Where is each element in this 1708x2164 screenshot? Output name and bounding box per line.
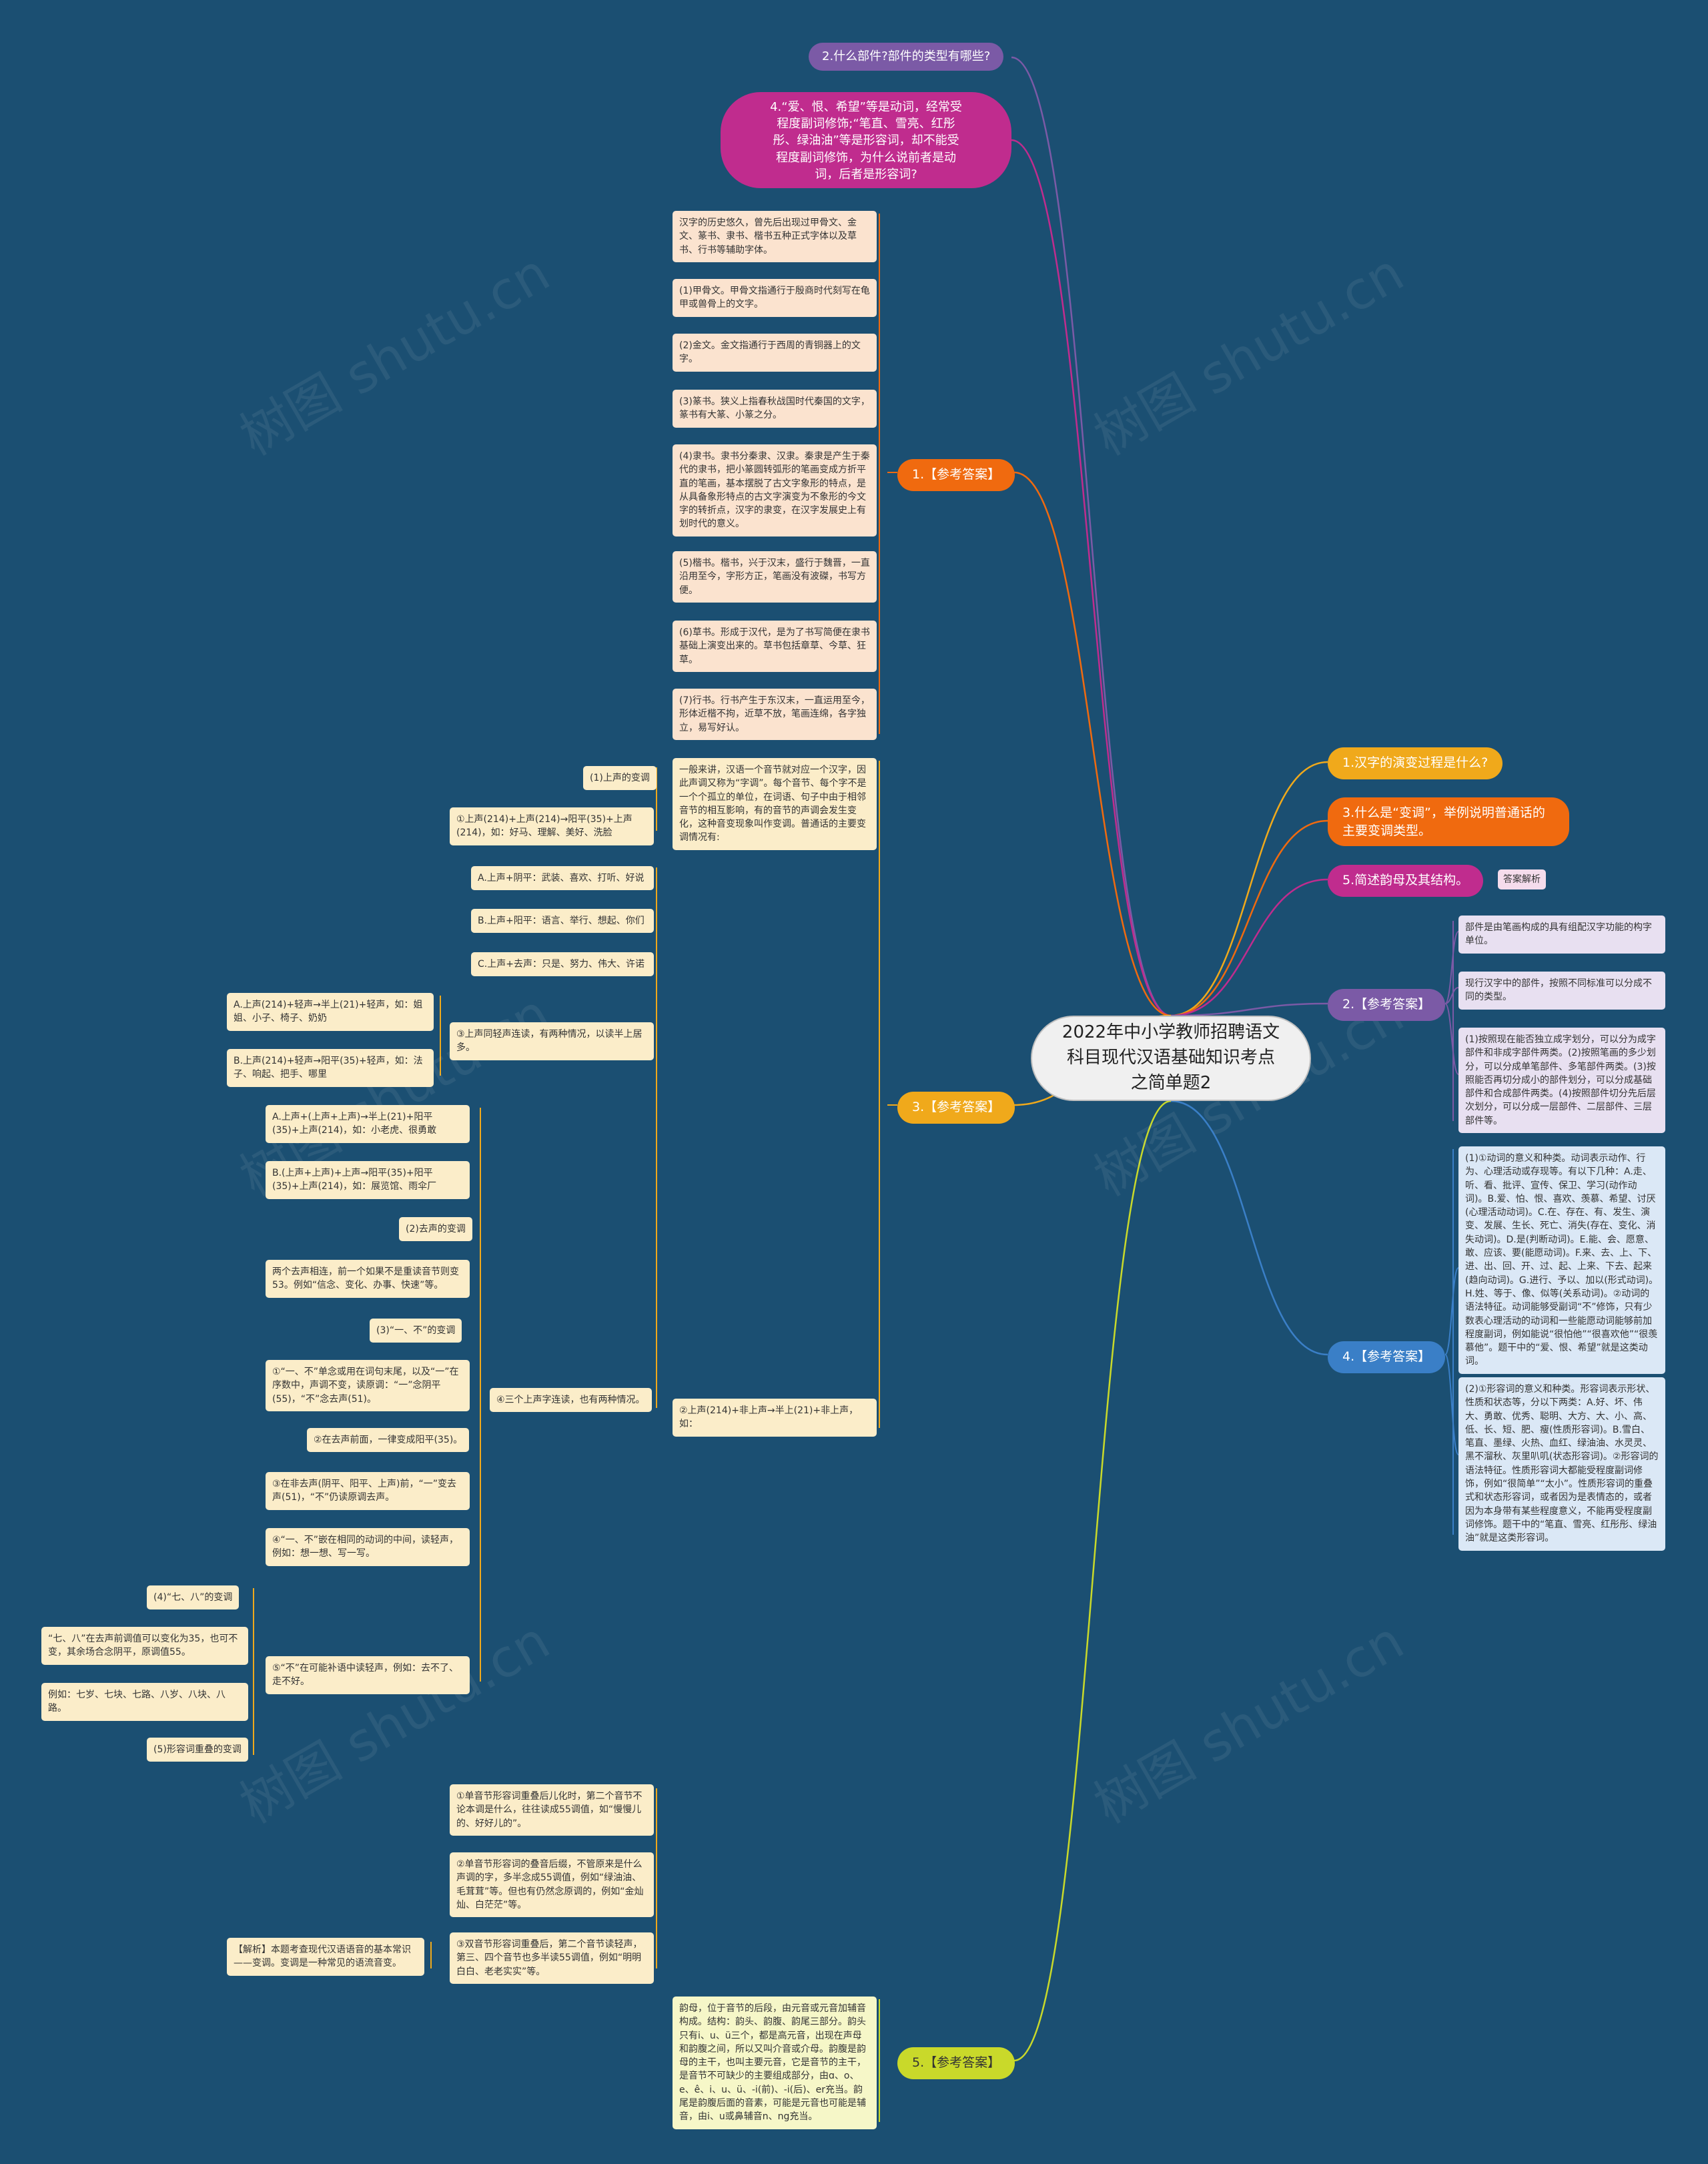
- tone-sandhi-item: (2)去声的变调: [399, 1217, 472, 1242]
- answer-4-note: (2)①形容词的意义和种类。形容词表示形状、性质和状态等，分以下两类：A.好、坏…: [1458, 1377, 1665, 1551]
- answer-1-note: (3)篆书。狭义上指春秋战国时代秦国的文字，篆书有大篆、小篆之分。: [673, 390, 877, 428]
- tone-sandhi-item: (3)“一、不”的变调: [370, 1319, 462, 1343]
- answer-2-note: 现行汉字中的部件，按照不同标准可以分成不同的类型。: [1458, 972, 1665, 1010]
- tone-sandhi-item: ⑤“不”在可能补语中读轻声，例如：去不了、走不好。: [266, 1656, 470, 1694]
- tone-sandhi-item: ①单音节形容词重叠后儿化时，第二个音节不论本调是什么，往往读成55调值，如“慢慢…: [450, 1784, 654, 1836]
- answer-1-note: (2)金文。金文指通行于西周的青铜器上的文字。: [673, 334, 877, 372]
- answer-1-note: (7)行书。行书产生于东汉末，一直运用至今，形体近楷不拘，近草不放，笔画连绵，各…: [673, 689, 877, 740]
- tone-sandhi-item: “七、八”在去声前调值可以变化为35，也可不变，其余场合念阴平，原调值55。: [41, 1627, 248, 1665]
- answer-3-intro: 一般来讲，汉语一个音节就对应一个汉字，因此声调又称为“字调”。每个音节、每个字不…: [673, 758, 877, 850]
- tone-sandhi-item: B.(上声+上声)+上声→阳平(35)+阳平(35)+上声(214)，如：展览馆…: [266, 1161, 470, 1199]
- tone-sandhi-item: C.上声+去声：只是、努力、伟大、许诺: [471, 952, 654, 977]
- question-5-node[interactable]: 5.简述韵母及其结构。: [1328, 865, 1484, 897]
- connector-line: [1170, 1100, 1328, 1356]
- tone-sandhi-item: (5)形容词重叠的变调: [147, 1738, 248, 1762]
- tone-sandhi-item: (1)上声的变调: [583, 766, 657, 791]
- connector-line: [1011, 56, 1172, 1017]
- connector-line: [1444, 931, 1459, 1004]
- answer-1-node[interactable]: 1.【参考答案】: [897, 459, 1015, 491]
- tone-sandhi-item: ①“一、不”单念或用在词句末尾，以及“一”在序数中，声调不变，读原调：“一”念阴…: [266, 1360, 470, 1411]
- connector-line: [1444, 1003, 1459, 1075]
- answer-analysis-tag[interactable]: 答案解析: [1498, 869, 1546, 890]
- tone-sandhi-item: A.上声+阴平：武装、喜欢、打听、好说: [471, 866, 654, 891]
- connector-line: [1013, 1100, 1172, 2062]
- connector-line: [1011, 139, 1172, 1017]
- tone-sandhi-item: A.上声(214)+轻声→半上(21)+轻声，如：姐姐、小子、椅子、奶奶: [227, 993, 434, 1031]
- tone-sandhi-item: B.上声(214)+轻声→阳平(35)+轻声，如：法子、响起、把手、哪里: [227, 1049, 434, 1087]
- question-2-node[interactable]: 2.什么部件?部件的类型有哪些?: [809, 43, 1004, 71]
- tone-sandhi-item: 两个去声相连，前一个如果不是重读音节则变53。例如“信念、变化、办事、快速”等。: [266, 1260, 470, 1298]
- tone-sandhi-item: B.上声+阳平：语言、举行、想起、你们: [471, 909, 654, 934]
- question-1-node[interactable]: 1.汉字的演变过程是什么?: [1328, 747, 1503, 779]
- connector-line: [1444, 1354, 1459, 1455]
- question-4-node[interactable]: 4.“爱、恨、希望”等是动词，经常受程度副词修饰;“笔直、雪亮、红彤彤、绿油油”…: [721, 92, 1011, 188]
- tone-sandhi-item: ②单音节形容词的叠音后缀，不管原来是什么声调的字，多半念成55调值，例如“绿油油…: [450, 1852, 654, 1918]
- answer-1-note: (6)草书。形成于汉代，是为了书写简便在隶书基础上演变出来的。草书包括章草、今草…: [673, 621, 877, 672]
- answer-4-note: (1)①动词的意义和种类。动词表示动作、行为、心理活动或存现等。有以下几种：A.…: [1458, 1146, 1665, 1374]
- question-3-node[interactable]: 3.什么是“变调”，举例说明普通话的主要变调类型。: [1328, 797, 1569, 847]
- connector-line: [1444, 987, 1459, 1004]
- connector-line: [1013, 471, 1172, 1017]
- tone-sandhi-item: ④“一、不”嵌在相同的动词的中间，读轻声，例如：想一想、写一写。: [266, 1528, 470, 1566]
- answer-2-note: 部件是由笔画构成的具有组配汉字功能的构字单位。: [1458, 916, 1665, 954]
- tone-sandhi-item: ③双音节形容词重叠后，第二个音节读轻声，第三、四个音节也多半读55调值，例如“明…: [450, 1932, 654, 1984]
- tone-sandhi-item: ①上声(214)+上声(214)→阳平(35)+上声(214)，如：好马、理解、…: [450, 807, 654, 845]
- connector-line: [1444, 1267, 1459, 1355]
- answer-5-node[interactable]: 5.【参考答案】: [897, 2047, 1015, 2079]
- answer-1-note: (1)甲骨文。甲骨文指通行于殷商时代刻写在龟甲或兽骨上的文字。: [673, 279, 877, 317]
- connector-line: [1170, 1002, 1328, 1017]
- tone-sandhi-item: (4)“七、八”的变调: [147, 1585, 240, 1610]
- answer-1-note: (4)隶书。隶书分秦隶、汉隶。秦隶是产生于秦代的隶书，把小篆圆转弧形的笔画变成方…: [673, 444, 877, 536]
- answer-2-note: (1)按照现在能否独立成字划分，可以分为成字部件和非成字部件两类。(2)按照笔画…: [1458, 1028, 1665, 1134]
- answer-3-analysis: 【解析】本题考查现代汉语语音的基本常识——变调。变调是一种常见的语流音变。: [227, 1938, 424, 1976]
- tone-sandhi-item: A.上声+(上声+上声)→半上(21)+阳平(35)+上声(214)，如：小老虎…: [266, 1105, 470, 1143]
- answer-3-node[interactable]: 3.【参考答案】: [897, 1092, 1015, 1124]
- tone-sandhi-item: ②在去声前面，一律变成阳平(35)。: [307, 1428, 470, 1453]
- answer-5-note: 韵母，位于音节的后段，由元音或元音加辅音构成。结构：韵头、韵腹、韵尾三部分。韵头…: [673, 1997, 877, 2129]
- tone-sandhi-item: 例如：七岁、七块、七路、八岁、八块、八路。: [41, 1683, 248, 1721]
- answer-4-node[interactable]: 4.【参考答案】: [1328, 1341, 1446, 1373]
- tone-sandhi-item: ②上声(214)+非上声→半上(21)+非上声，如：: [673, 1399, 877, 1437]
- connector-line: [1170, 878, 1328, 1017]
- central-topic[interactable]: 2022年中小学教师招聘语文科目现代汉语基础知识考点之简单题2: [1031, 1016, 1311, 1101]
- answer-1-note: (5)楷书。楷书，兴于汉末，盛行于魏晋，一直沿用至今，字形方正，笔画没有波磔，书…: [673, 551, 877, 603]
- tone-sandhi-item: ③在非去声(阴平、阳平、上声)前，“一”变去声(51)，“不”仍读原调去声。: [266, 1472, 470, 1510]
- connector-line: [1170, 761, 1328, 1017]
- tone-sandhi-item: ④三个上声字连读，也有两种情况。: [490, 1388, 652, 1413]
- tone-sandhi-item: ③上声同轻声连读，有两种情况，以读半上居多。: [450, 1022, 654, 1060]
- answer-1-note: 汉字的历史悠久，曾先后出现过甲骨文、金文、篆书、隶书、楷书五种正式字体以及草书、…: [673, 211, 877, 262]
- connector-line: [1170, 819, 1328, 1017]
- answer-2-node[interactable]: 2.【参考答案】: [1328, 989, 1446, 1021]
